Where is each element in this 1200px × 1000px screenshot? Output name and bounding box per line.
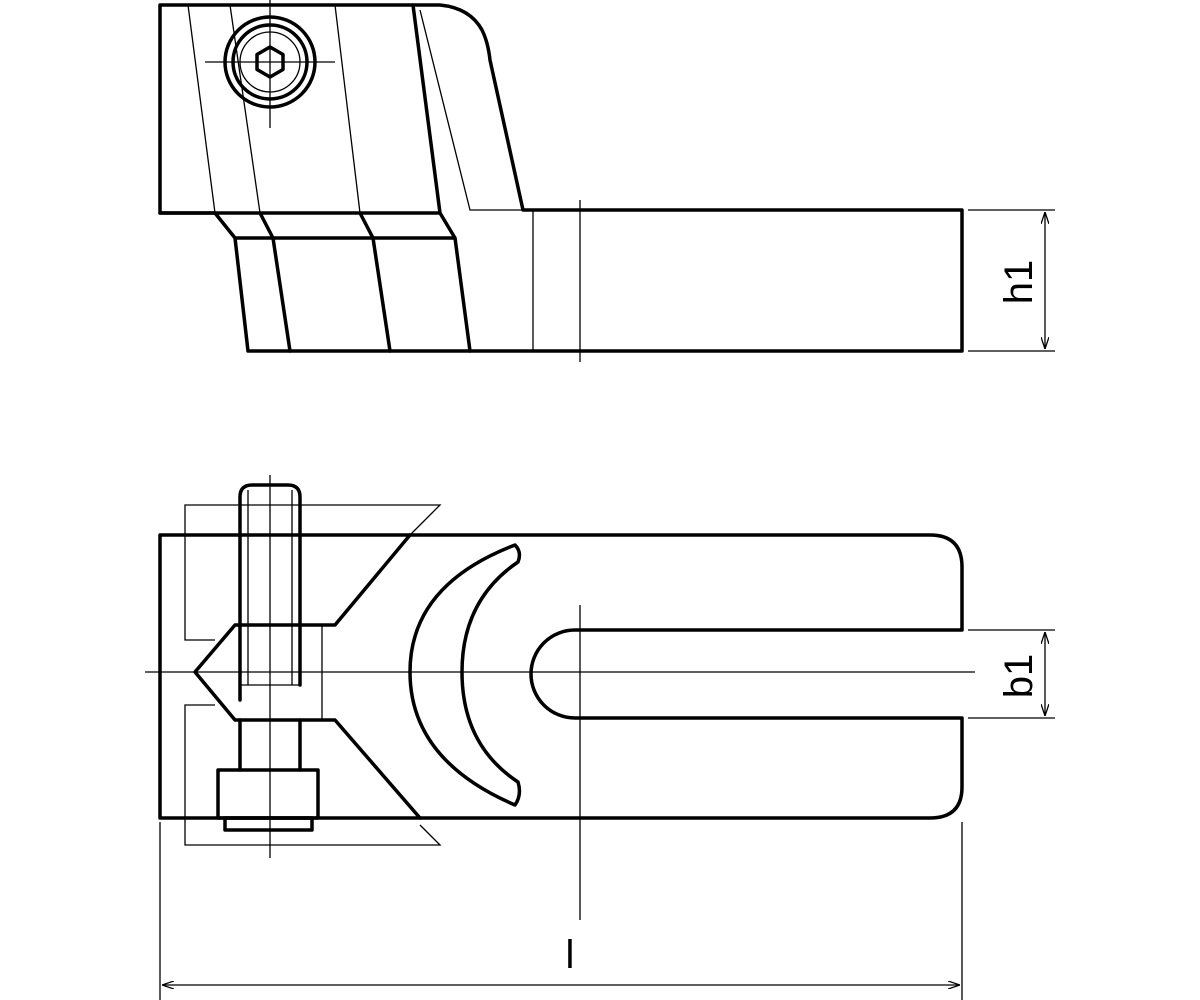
l-label: l — [566, 933, 575, 977]
top-view: b1 l — [145, 475, 1055, 1000]
b1-label: b1 — [997, 654, 1041, 699]
side-hidden-lines — [187, 4, 534, 351]
side-body-outline — [158, 3, 964, 353]
dimension-h1: h1 — [968, 209, 1055, 352]
h1-label: h1 — [997, 260, 1041, 305]
phantom-outline — [184, 504, 442, 846]
socket-screw-icon — [205, 0, 335, 128]
crescent-cutout — [408, 543, 522, 807]
side-view: h1 — [158, 0, 1055, 362]
top-body-outline — [158, 533, 964, 820]
side-steps — [158, 3, 472, 353]
v-groove — [193, 533, 422, 820]
dimension-l: l — [159, 822, 963, 1000]
dimension-b1: b1 — [968, 629, 1055, 719]
